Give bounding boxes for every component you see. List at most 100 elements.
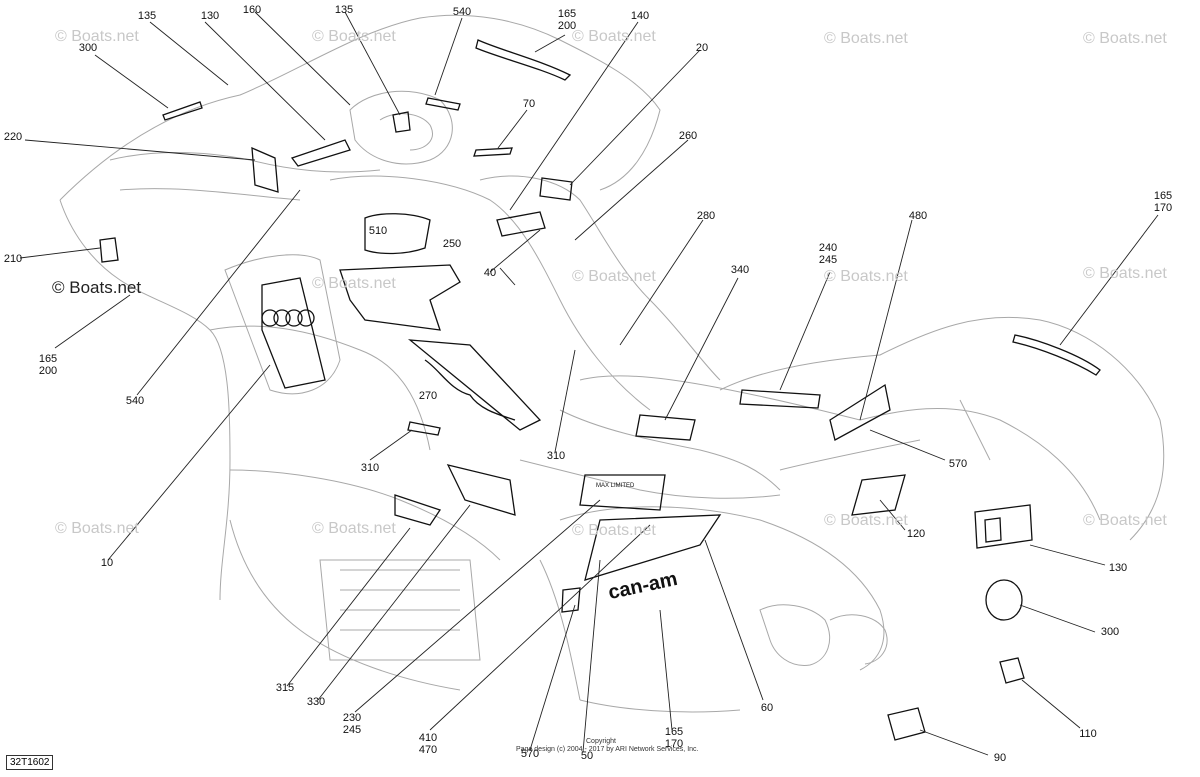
callout-160: 160 xyxy=(242,4,262,16)
decal-165-top xyxy=(475,39,572,81)
callout-40: 40 xyxy=(483,267,497,279)
reference-code: 32T1602 xyxy=(6,755,54,770)
decal-240 xyxy=(739,389,821,409)
callout-270: 270 xyxy=(418,390,438,402)
decal-90 xyxy=(887,707,926,741)
decal-130-right-inner xyxy=(984,517,1002,543)
callout-70: 70 xyxy=(522,98,536,110)
callout-260: 260 xyxy=(678,130,698,142)
decal-310 xyxy=(407,421,441,436)
callout-330: 330 xyxy=(306,696,326,708)
callout-480: 480 xyxy=(908,210,928,222)
copyright-line: Copyright xyxy=(586,738,616,745)
decal-540-side xyxy=(261,277,326,389)
callout-310a: 310 xyxy=(360,462,380,474)
callout-110: 110 xyxy=(1079,728,1097,740)
decal-60 xyxy=(584,514,722,581)
ring-1 xyxy=(261,309,279,327)
decal-165-rear xyxy=(1012,334,1101,376)
watermark: © Boats.net xyxy=(312,28,396,45)
decal-270-wave xyxy=(424,359,516,421)
callout-300b: 300 xyxy=(1100,626,1120,638)
watermark: © Boats.net xyxy=(1083,30,1167,47)
callout-540b: 540 xyxy=(125,395,145,407)
leader-lines xyxy=(19,11,1159,756)
callout-315: 315 xyxy=(275,682,295,694)
decal-130-top xyxy=(290,139,351,167)
decal-300-left xyxy=(162,101,203,121)
decal-540-top xyxy=(425,97,461,111)
callout-210: 210 xyxy=(3,253,23,265)
callout-540a: 540 xyxy=(452,6,472,18)
ring-2 xyxy=(273,309,291,327)
decal-120 xyxy=(851,474,906,516)
ring-3 xyxy=(285,309,303,327)
watermark: © Boats.net xyxy=(55,520,139,537)
callout-130a: 130 xyxy=(200,10,220,22)
decal-410 xyxy=(579,474,666,511)
callout-50: 50 xyxy=(580,750,594,762)
watermark: © Boats.net xyxy=(1083,265,1167,282)
decal-270 xyxy=(407,339,542,431)
decal-220 xyxy=(251,146,279,193)
decal-210 xyxy=(99,237,119,263)
decal-20 xyxy=(539,177,573,201)
callout-300a: 300 xyxy=(78,42,98,54)
callout-310b: 310 xyxy=(546,450,566,462)
callout-250: 250 xyxy=(442,238,462,250)
callout-510: 510 xyxy=(368,225,388,237)
decal-135-top xyxy=(392,111,411,133)
copyright: Copyright Page design (c) 2004 - 2017 by… xyxy=(516,738,698,754)
decal-330 xyxy=(446,464,516,516)
callout-135a: 135 xyxy=(137,10,157,22)
decal-250 xyxy=(339,264,461,331)
callout-220: 220 xyxy=(3,131,23,143)
callout-60: 60 xyxy=(760,702,774,714)
decal-110 xyxy=(999,657,1025,684)
body-outline xyxy=(59,14,1165,713)
decal-480 xyxy=(829,383,891,441)
callout-570a: 570 xyxy=(948,458,968,470)
watermark: © Boats.net xyxy=(312,520,396,537)
center-watermark: © Boats.net xyxy=(52,278,142,297)
watermark: © Boats.net xyxy=(824,512,908,529)
decal-130-right xyxy=(974,504,1033,549)
callout-280: 280 xyxy=(696,210,716,222)
ring-4 xyxy=(297,309,315,327)
decal-340 xyxy=(635,414,696,441)
copyright-line: Page design (c) 2004 - 2017 by ARI Netwo… xyxy=(516,746,699,753)
decal-300-right xyxy=(985,579,1023,621)
watermark: © Boats.net xyxy=(312,275,396,292)
decal-510-panel xyxy=(364,213,431,255)
callout-10: 10 xyxy=(100,557,114,569)
decal-70 xyxy=(473,147,513,157)
callout-570b: 570 xyxy=(520,748,540,760)
decal-max-limited-text: MAX LIMITED xyxy=(596,483,635,489)
decal-315 xyxy=(394,494,442,526)
watermark: © Boats.net xyxy=(55,28,139,45)
watermark: © Boats.net xyxy=(572,522,656,539)
watermark: © Boats.net xyxy=(572,28,656,45)
watermark: © Boats.net xyxy=(572,268,656,285)
callout-135b: 135 xyxy=(334,4,354,16)
watermark: © Boats.net xyxy=(1083,512,1167,529)
decal-570 xyxy=(561,587,581,613)
watermark: © Boats.net xyxy=(824,268,908,285)
callout-120: 120 xyxy=(906,528,926,540)
watermark: © Boats.net xyxy=(824,30,908,47)
callout-140: 140 xyxy=(630,10,650,22)
decal-140 xyxy=(496,211,546,237)
decals xyxy=(99,39,1101,741)
callout-20: 20 xyxy=(695,42,709,54)
callout-90: 90 xyxy=(993,752,1007,764)
callout-130b: 130 xyxy=(1108,562,1128,574)
